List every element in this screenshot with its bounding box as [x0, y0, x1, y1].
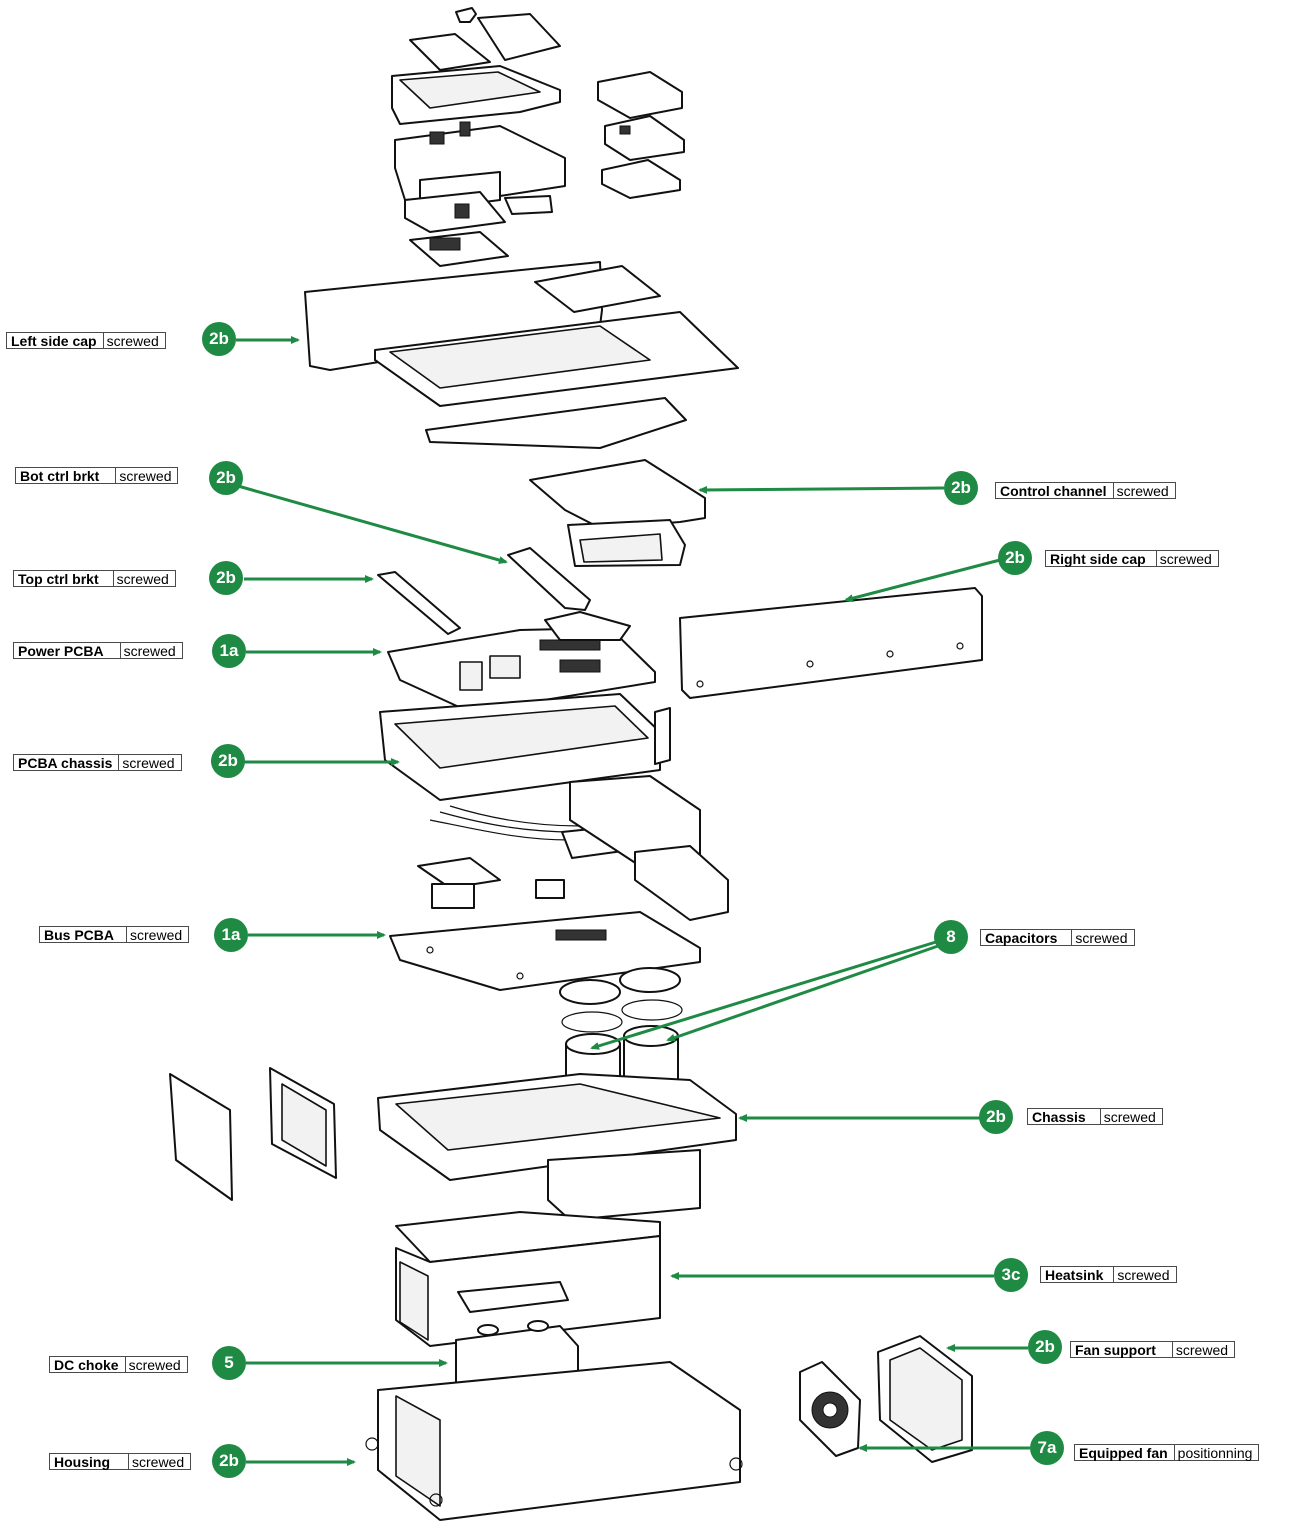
keypad-assembly	[391, 7, 561, 125]
housing-part	[365, 1361, 743, 1521]
arrow-bot-ctrl-brkt	[237, 484, 508, 564]
part-name: Chassis	[1028, 1109, 1101, 1125]
equipped-fan-part	[799, 1361, 861, 1457]
right-side-cap-part	[679, 587, 983, 699]
part-name: Heatsink	[1041, 1267, 1115, 1283]
part-name: Control channel	[996, 483, 1114, 499]
heatsink-part	[395, 1211, 661, 1347]
badge-right-side-cap: 2b	[998, 541, 1032, 575]
badge-top-ctrl-brkt: 2b	[209, 561, 243, 595]
part-name: Equipped fan	[1075, 1445, 1175, 1461]
part-name: Bus PCBA	[40, 927, 128, 943]
badge-fan-support: 2b	[1028, 1330, 1062, 1364]
arrow-control-channel	[698, 485, 945, 494]
badge-heatsink: 3c	[994, 1258, 1028, 1292]
fastening-status: positionning	[1177, 1445, 1253, 1461]
bot-ctrl-brkt-part	[507, 547, 591, 611]
badge-equipped-fan: 7a	[1030, 1431, 1064, 1465]
pcba-chassis-part	[379, 693, 671, 801]
badge-housing: 2b	[212, 1444, 246, 1478]
control-channel-part	[529, 459, 706, 567]
small-boards	[417, 857, 565, 909]
callout-arrows	[236, 336, 1030, 1466]
fastening-status: screwed	[1159, 551, 1212, 567]
part-name: Capacitors	[981, 930, 1073, 946]
badge-capacitors: 8	[934, 920, 968, 954]
fastening-status: screwed	[1075, 930, 1128, 946]
fastening-status: screwed	[1116, 483, 1169, 499]
part-name: Power PCBA	[14, 643, 121, 659]
option-module-stack	[597, 71, 685, 199]
fastening-status: screwed	[123, 643, 176, 659]
left-side-cap-part	[304, 261, 739, 449]
fastening-status: screwed	[128, 1357, 181, 1373]
part-name: Fan support	[1071, 1342, 1173, 1358]
part-name: Left side cap	[7, 333, 104, 349]
badge-bot-ctrl-brkt: 2b	[209, 461, 243, 495]
badge-chassis: 2b	[979, 1100, 1013, 1134]
fastening-status: screwed	[116, 571, 169, 587]
fastening-status: screwed	[122, 755, 175, 771]
fastening-status: screwed	[132, 1454, 185, 1470]
badge-control-channel: 2b	[944, 471, 978, 505]
fastening-status: screwed	[1103, 1109, 1156, 1125]
fastening-status: screwed	[106, 333, 159, 349]
part-name: Bot ctrl brkt	[16, 468, 117, 484]
top-ctrl-brkt-part	[377, 571, 461, 635]
badge-power-pcba: 1a	[212, 634, 246, 668]
cable-harness-and-rectifier	[429, 775, 729, 921]
fastening-status: screwed	[1175, 1342, 1229, 1358]
arrow-capacitors-right	[666, 944, 939, 1042]
power-pcba-part	[387, 611, 656, 713]
filter-panels	[169, 1067, 337, 1201]
badge-left-side-cap: 2b	[202, 322, 236, 356]
part-name: Top ctrl brkt	[14, 571, 114, 587]
part-name: DC choke	[50, 1357, 126, 1373]
chassis-part	[377, 1073, 737, 1221]
part-name: Right side cap	[1046, 551, 1157, 567]
arrow-right-side-cap	[844, 558, 1001, 603]
fan-support-part	[877, 1335, 973, 1463]
badge-pcba-chassis: 2b	[211, 744, 245, 778]
badge-dc-choke: 5	[212, 1346, 246, 1380]
fastening-status: screwed	[130, 927, 183, 943]
part-name: PCBA chassis	[14, 755, 120, 771]
bus-pcba-part	[389, 911, 701, 991]
fastening-status: screwed	[1117, 1267, 1170, 1283]
badge-bus-pcba: 1a	[214, 918, 248, 952]
part-name: Housing	[50, 1454, 129, 1470]
control-boards-stack	[394, 121, 566, 267]
fastening-status: screwed	[119, 468, 172, 484]
arrow-capacitors-left	[590, 940, 937, 1050]
